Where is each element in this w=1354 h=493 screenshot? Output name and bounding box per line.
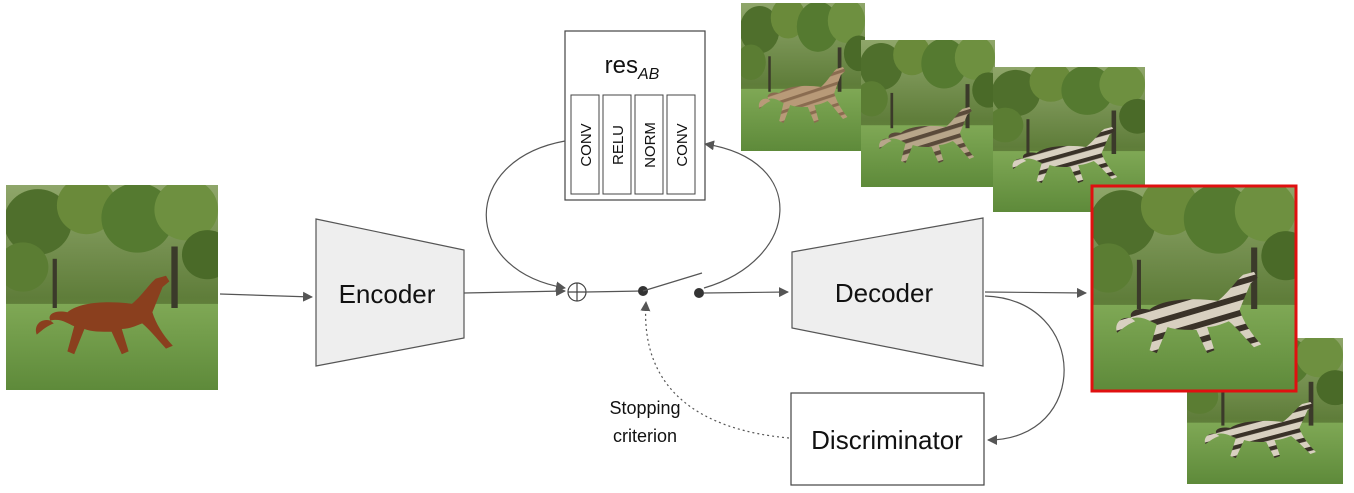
decoder-label: Decoder (835, 278, 934, 308)
arrow-decoder-to-output (984, 287, 1087, 298)
arrow-input-to-encoder (219, 291, 313, 302)
iteration-2-image (861, 40, 995, 187)
selected-zebra-image (1090, 184, 1298, 393)
layer-box-2 (602, 94, 632, 195)
discriminator-block: Discriminator (790, 392, 985, 486)
arrow-decoder-to-discriminator (984, 295, 1065, 445)
line-sum-to-switch (585, 290, 642, 293)
layer-label-conv-2: CONV (674, 123, 691, 166)
iteration-1-image (741, 3, 865, 151)
arrow-loop-to-resblock (703, 140, 781, 289)
input-horse-image (6, 185, 218, 390)
residual-block-title: resAB (605, 52, 660, 83)
encoder-label: Encoder (339, 279, 436, 309)
layer-label-relu: RELU (610, 125, 627, 165)
selected-image-frame (1090, 184, 1298, 393)
layer-label-conv-1: CONV (578, 123, 595, 166)
decoder-block: Decoder (791, 217, 984, 367)
sum-node (567, 282, 587, 302)
layer-box-1 (570, 94, 600, 195)
discriminator-label: Discriminator (811, 425, 963, 455)
encoder-block: Encoder (315, 218, 465, 367)
layer-box-3 (634, 94, 664, 195)
layer-label-norm: NORM (642, 122, 659, 168)
arrow-stopping-criterion (640, 301, 790, 439)
residual-title-subscript: AB (637, 66, 660, 83)
arrow-switch-to-decoder (703, 287, 789, 298)
layer-box-4 (666, 94, 696, 195)
residual-block: resAB CONV RELU NORM CONV (564, 30, 706, 201)
residual-title-main: res (605, 52, 638, 79)
arrow-resblock-to-sum (485, 140, 566, 292)
arrow-encoder-to-sum (463, 286, 566, 297)
stopping-criterion-label-line2: criterion (613, 426, 677, 446)
stopping-criterion-label-line1: Stopping (609, 398, 680, 418)
loop-switch (638, 272, 704, 298)
